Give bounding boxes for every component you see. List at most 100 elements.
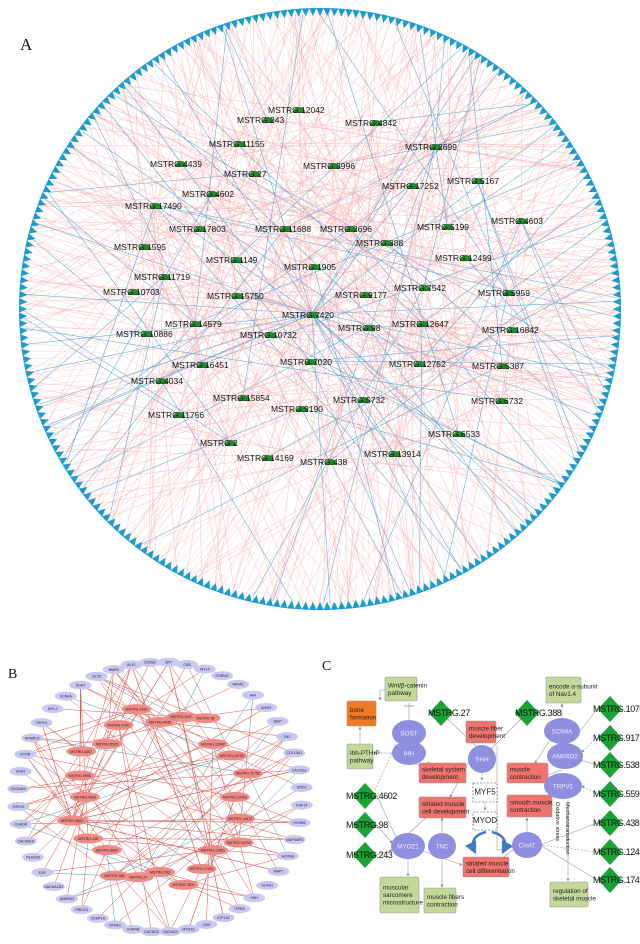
gene-node-triangle (402, 19, 410, 29)
network-edge (394, 34, 433, 97)
gene-node-ellipse (7, 802, 30, 812)
network-edge (456, 82, 512, 131)
network-edge (25, 277, 503, 366)
network-edge (329, 460, 566, 475)
gene-node-triangle (301, 8, 310, 17)
network-edge (300, 201, 596, 409)
gene-node-triangle (449, 571, 457, 581)
network-edge (361, 15, 502, 401)
network-edge (207, 521, 246, 584)
network-edge (177, 266, 614, 415)
network-edge (242, 23, 251, 96)
lncrna-node-ellipse (168, 879, 199, 890)
gene-node-triangle (612, 312, 622, 321)
network-edge (25, 717, 206, 755)
network-edge (201, 220, 603, 365)
network-edge (521, 408, 579, 454)
gene-node-triangle (32, 212, 42, 220)
lncrna-node-label: MSTRG.16451 (172, 360, 229, 370)
network-edge (42, 204, 395, 454)
gene-node-triangle (593, 198, 603, 206)
lncrna-node: MSTRG.4842 (345, 118, 397, 128)
gene-node-triangle (140, 63, 148, 72)
network-edge (103, 106, 311, 362)
network-edge (24, 286, 96, 304)
network-edge (393, 452, 484, 557)
gene-node-triangle (151, 55, 160, 64)
gene-node-triangle (258, 596, 266, 606)
gene-node-label: CDSB2 (144, 661, 156, 665)
gene-node-triangle (28, 226, 38, 234)
lncrna-node-label: MSTRG.1905 (284, 262, 336, 272)
gene-node-triangle (145, 59, 154, 68)
network-edge (329, 63, 487, 462)
gene-node-triangle (600, 219, 610, 227)
box-fibers_contraction-label: contraction (427, 901, 458, 908)
network-edge (118, 668, 206, 726)
network-edge (97, 332, 147, 505)
network-edge (332, 164, 349, 604)
lncrna-node: MSTRG.11719 (134, 272, 190, 282)
network-edge (181, 512, 226, 571)
gene-node-triangle (606, 240, 615, 248)
network-edge (362, 529, 364, 602)
network-edge (75, 141, 244, 398)
network-edge (538, 252, 611, 256)
lncrna-diamond-shape (598, 867, 622, 893)
network-edge (236, 294, 612, 362)
network-edge (53, 743, 108, 887)
box-fiber_dev-label: muscle fiber (469, 725, 503, 732)
lncrna-node-icon (231, 257, 243, 263)
gene-node-ellipse (85, 671, 108, 681)
network-edge (363, 21, 392, 89)
network-edge (443, 291, 509, 578)
network-edge (71, 707, 267, 821)
gene-node-triangle (323, 601, 332, 611)
gene-node-label: CHAT (16, 770, 26, 774)
gene-node-triangle (381, 595, 389, 604)
gene-node-triangle (576, 159, 585, 167)
network-edge (303, 13, 314, 85)
network-edge (297, 12, 325, 110)
gene-node-triangle (42, 425, 52, 433)
network-edge (68, 362, 420, 466)
network-edge (88, 407, 302, 494)
network-edge (114, 818, 241, 926)
network-edge (438, 65, 489, 118)
network-edge (159, 721, 300, 771)
network-edge (160, 41, 448, 381)
gene-node-triangle (45, 178, 55, 186)
lncrna-node-label: MSTRG.12752 (389, 359, 446, 369)
network-edge (195, 432, 459, 578)
gene-shh: SHH (468, 745, 496, 773)
lncrna-node-label: MSTRG.10732 (240, 330, 297, 340)
lncrna-diamond-label: MSTRG.27 (428, 708, 470, 718)
network-edge (194, 322, 616, 333)
lncrna-node-icon (407, 183, 419, 189)
network-edge (172, 52, 196, 324)
network-edge (242, 396, 392, 597)
network-edge (25, 717, 206, 842)
lncrna-node-icon (430, 144, 442, 150)
lncrna-node: MSTRG.12499 (435, 253, 492, 263)
gene-node-triangle (366, 11, 375, 21)
lncrna-node-icon (197, 362, 209, 368)
network-edge (164, 227, 286, 561)
gene-node-triangle (316, 602, 324, 610)
gene-ankrd2-label: ANKRD2 (552, 753, 578, 760)
network-edge (329, 460, 401, 594)
network-edge (57, 170, 395, 454)
lncrna-node-label: MSTRG.1595 (114, 242, 166, 252)
network-edge (27, 351, 100, 353)
network-edge (393, 36, 436, 454)
lncrna-node: MSTRG.14169 (237, 453, 294, 463)
gene-node-triangle (39, 418, 49, 427)
network-edge (129, 313, 313, 536)
network-edge (484, 462, 527, 522)
gene-node-triangle (237, 591, 245, 601)
lncrna-node: MSTRG.1595 (114, 242, 166, 252)
network-edge (73, 145, 436, 473)
gene-node-ellipse (288, 765, 311, 775)
